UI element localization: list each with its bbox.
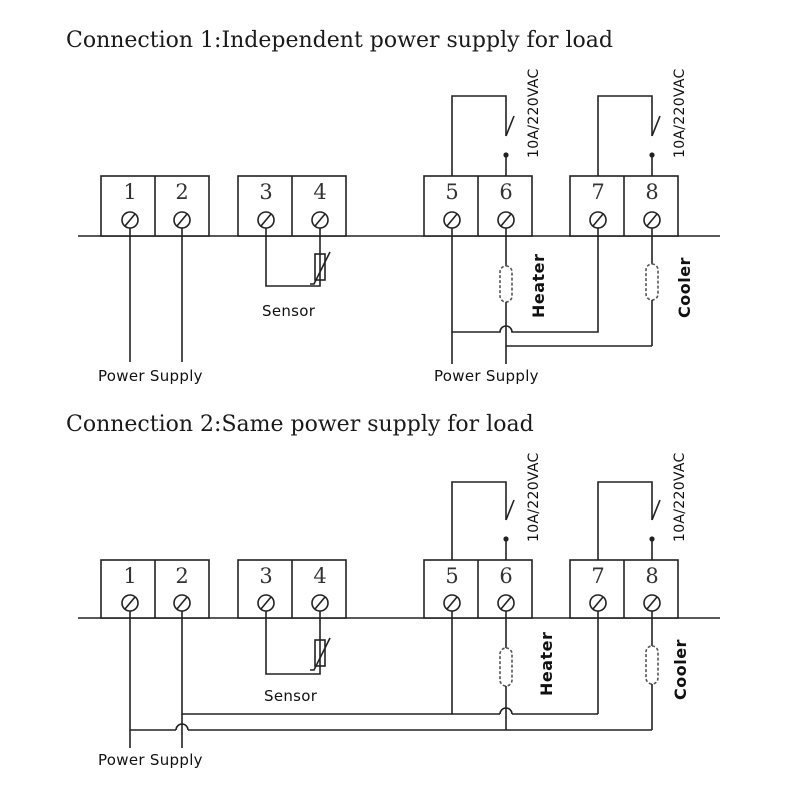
terminal-number: 8 — [645, 564, 658, 588]
power-supply-label: Power Supply — [98, 751, 203, 769]
terminal-number: 2 — [175, 180, 188, 204]
thermistor-icon — [310, 251, 331, 285]
sensor-label: Sensor — [262, 302, 316, 320]
connection-2: Connection 2:Same power supply for load … — [66, 412, 720, 769]
terminal-number: 1 — [123, 180, 136, 204]
relay-wire — [451, 481, 507, 560]
cooler-coil-icon — [645, 263, 659, 301]
relay-rating-label: 10A/220VAC — [672, 68, 688, 158]
connection-2-title: Connection 2:Same power supply for load — [66, 412, 534, 437]
relay-contact-icon — [651, 499, 661, 521]
terminal-number: 5 — [445, 180, 458, 204]
relay-wire — [451, 95, 507, 176]
terminal-number: 8 — [645, 180, 658, 204]
heater-coil-icon — [499, 265, 513, 303]
terminal-number: 2 — [175, 564, 188, 588]
heater-label: Heater — [537, 632, 556, 696]
sensor-label: Sensor — [264, 687, 318, 705]
cooler-coil-icon — [645, 645, 659, 685]
terminal-number: 6 — [499, 180, 512, 204]
relay-wire — [597, 95, 653, 176]
connection-1: Connection 1:Independent power supply fo… — [66, 28, 720, 385]
sensor-wire — [265, 228, 321, 287]
heater-label: Heater — [529, 254, 548, 318]
relay-rating-label: 10A/220VAC — [526, 452, 542, 542]
relay-wire — [597, 481, 653, 560]
cooler-label: Cooler — [675, 257, 694, 318]
shared-return-wire — [129, 611, 176, 731]
load-common-wire — [451, 228, 599, 333]
terminal-number: 3 — [259, 180, 272, 204]
relay-contact-icon — [505, 115, 515, 137]
terminal-number: 6 — [499, 564, 512, 588]
cooler-label: Cooler — [671, 639, 690, 700]
relay-contact-icon — [505, 499, 515, 521]
heater-coil-icon — [499, 647, 513, 687]
terminal-number: 4 — [313, 564, 326, 588]
terminal-number: 3 — [259, 564, 272, 588]
terminal-number: 7 — [591, 180, 604, 204]
relay-contact-icon — [651, 115, 661, 137]
power-supply-label: Power Supply — [434, 367, 539, 385]
terminal-number: 1 — [123, 564, 136, 588]
connection-1-title: Connection 1:Independent power supply fo… — [66, 28, 613, 53]
power-supply-label: Power Supply — [98, 367, 203, 385]
thermistor-icon — [310, 637, 331, 671]
relay-rating-label: 10A/220VAC — [672, 452, 688, 542]
shared-supply-wire — [181, 611, 453, 715]
terminal-number: 5 — [445, 564, 458, 588]
terminal-number: 4 — [313, 180, 326, 204]
sensor-wire — [265, 611, 321, 675]
terminal-number: 7 — [591, 564, 604, 588]
relay-rating-label: 10A/220VAC — [526, 68, 542, 158]
